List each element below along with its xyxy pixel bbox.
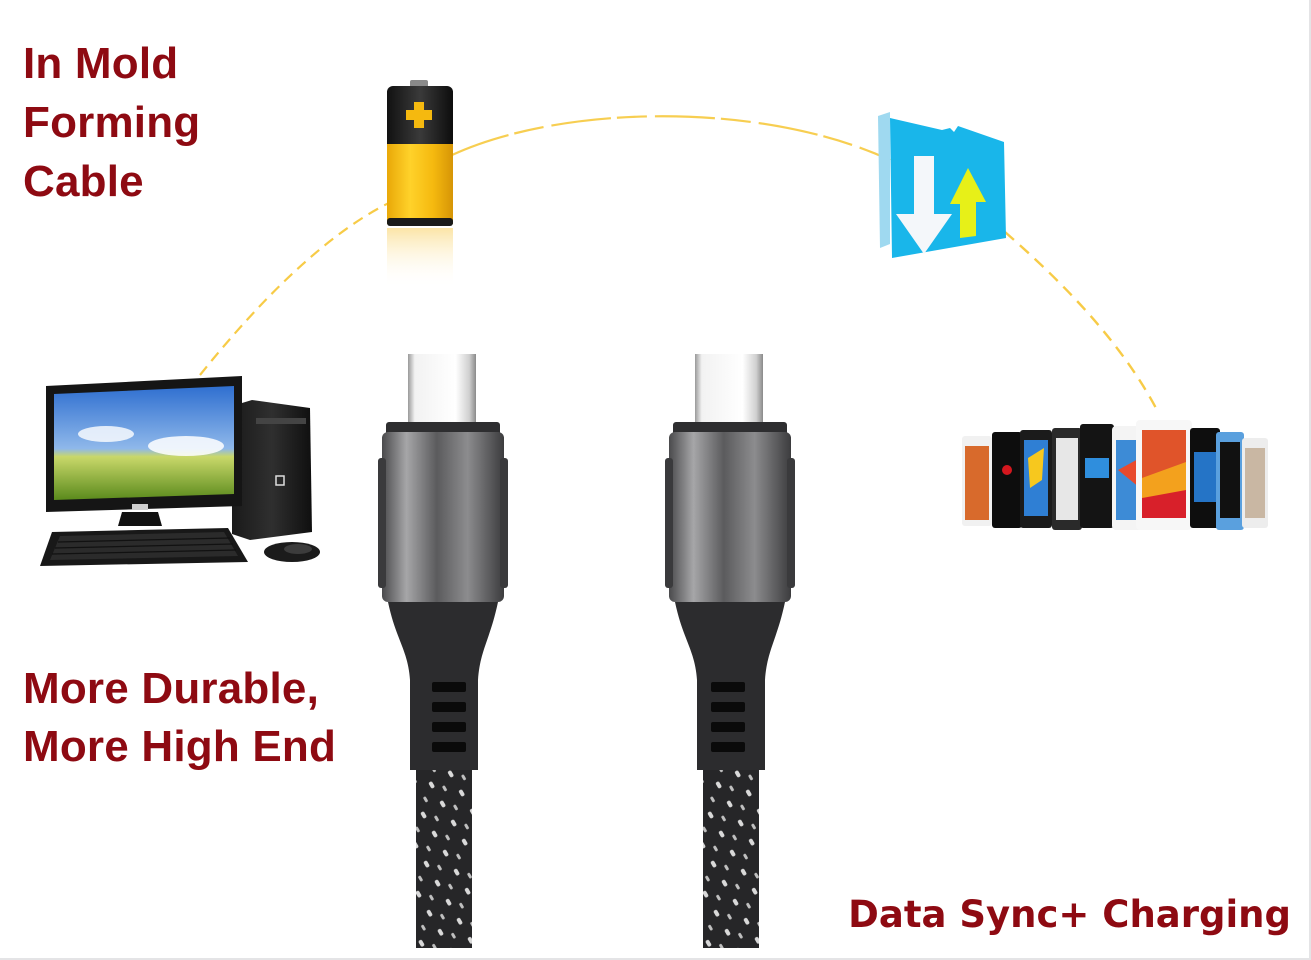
headline-line: Forming <box>23 98 201 147</box>
headline-more-durable: More Durable, More High End <box>23 660 336 776</box>
headline-line: In Mold <box>23 39 179 88</box>
usb-c-connector-right <box>665 354 795 948</box>
data-transfer-icon <box>878 112 1006 258</box>
battery-icon <box>387 80 453 288</box>
headline-line: Cable <box>23 157 144 206</box>
headline-line: More Durable, <box>23 664 319 713</box>
headline-data-sync-charging: Data Sync+ Charging <box>848 893 1291 936</box>
usb-c-connector-left <box>378 354 508 948</box>
desktop-computer-icon <box>40 376 320 566</box>
headline-in-mold-forming-cable: In Mold Forming Cable <box>23 34 200 211</box>
smartphones-icon <box>962 420 1268 530</box>
headline-line: More High End <box>23 722 337 771</box>
